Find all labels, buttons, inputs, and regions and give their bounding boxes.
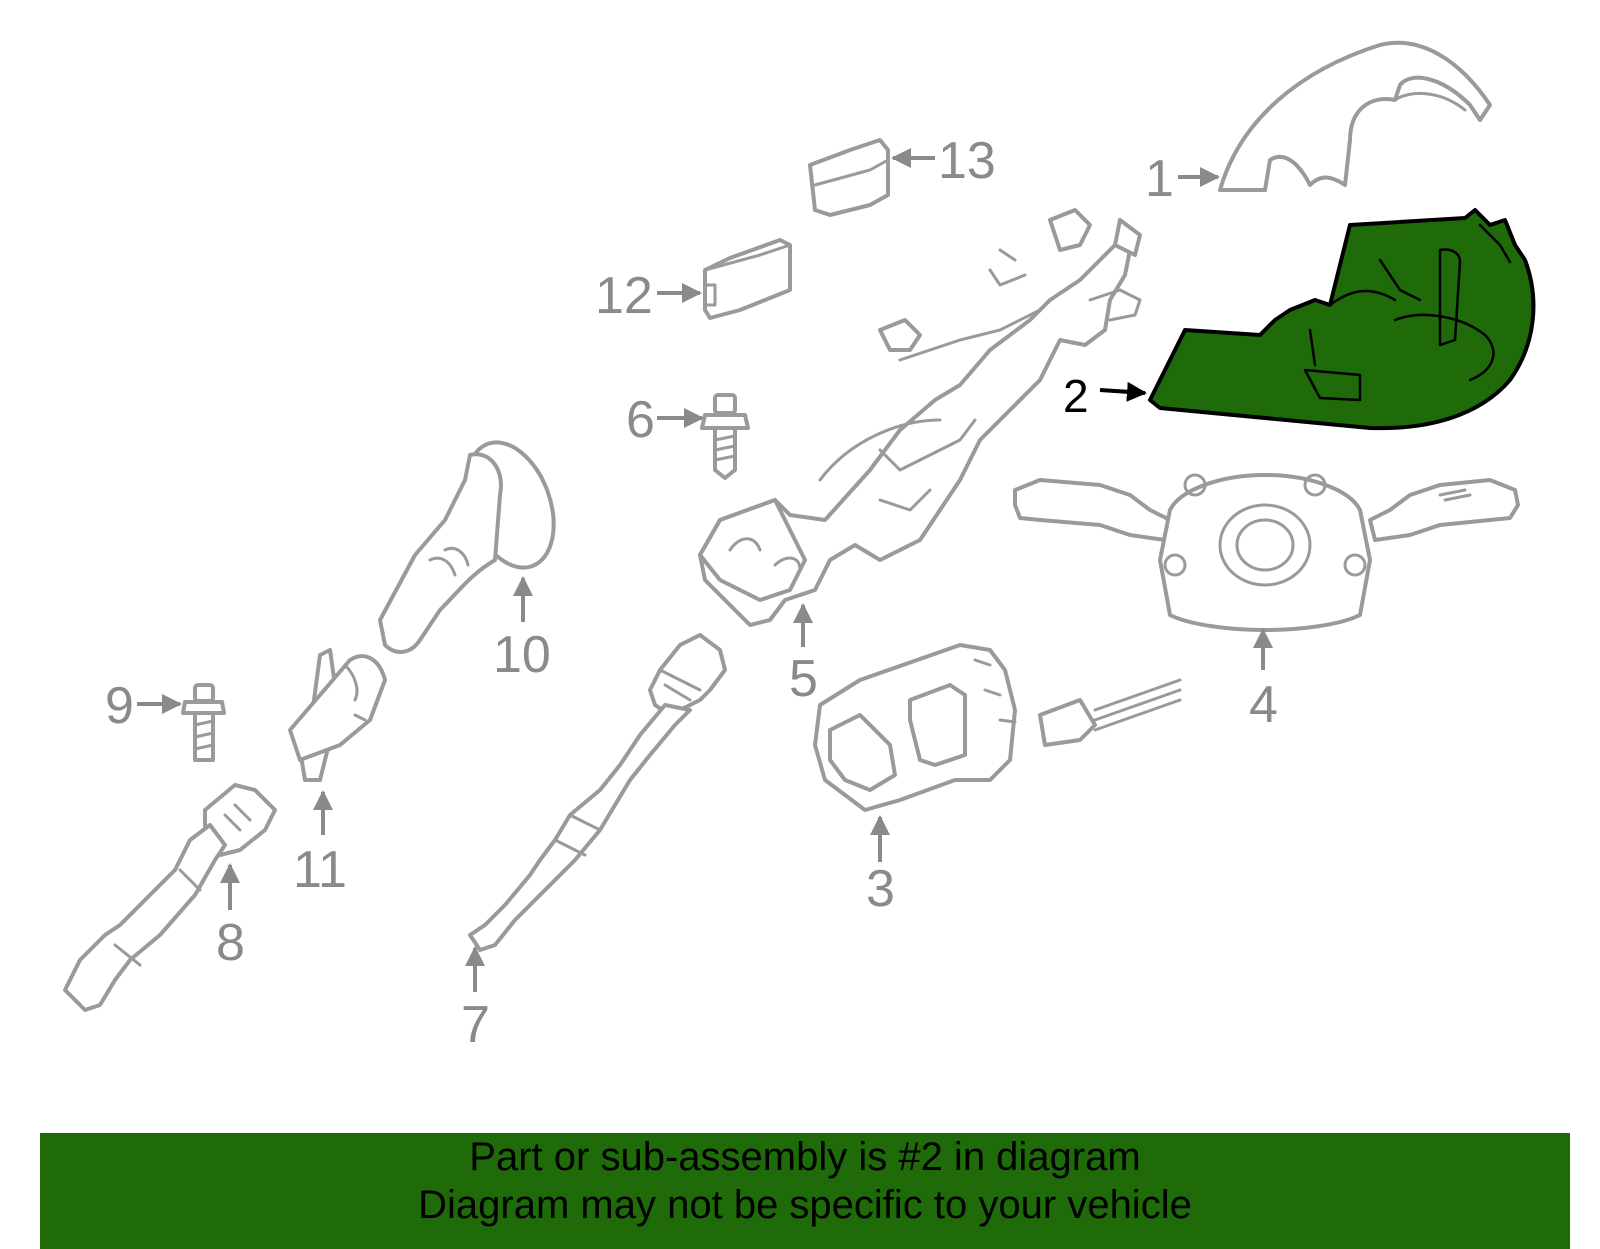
callout-2: 2 (1063, 370, 1089, 422)
callout-1: 1 (1145, 150, 1174, 208)
callout-10: 10 (493, 626, 551, 684)
callout-6: 6 (626, 391, 655, 449)
callout-13: 13 (938, 132, 996, 190)
callout-5: 5 (789, 650, 818, 708)
part-12-module[interactable] (703, 238, 792, 320)
callout-11: 11 (293, 841, 347, 899)
part-11-bracket[interactable] (288, 648, 387, 782)
part-8-intermediate-shaft[interactable] (63, 783, 277, 1012)
part-3-switch-module[interactable] (813, 643, 1182, 812)
part-1-upper-cover[interactable] (1218, 40, 1492, 192)
part-13-module[interactable] (808, 138, 890, 217)
part-9-bolt[interactable] (181, 683, 226, 762)
callout-4: 4 (1249, 676, 1278, 734)
callout-9: 9 (105, 677, 134, 735)
part-10-boot[interactable] (378, 430, 570, 654)
banner-line-2: Diagram may not be specific to your vehi… (418, 1183, 1192, 1227)
callout-3: 3 (866, 860, 895, 918)
parts-diagram: 1 2 3 4 5 6 7 8 9 10 11 12 13 (63, 40, 1536, 1054)
leader-lines (137, 148, 1273, 992)
part-4-combination-switch[interactable] (1013, 473, 1520, 632)
part-2-lower-cover[interactable] (1148, 208, 1536, 431)
callout-7: 7 (461, 996, 490, 1054)
callout-numbers: 1 2 3 4 5 6 7 8 9 10 11 12 13 (105, 132, 1278, 1054)
callout-8: 8 (216, 914, 245, 972)
part-6-bolt[interactable] (700, 393, 750, 480)
info-banner: Part or sub-assembly is #2 in diagram Di… (40, 1133, 1570, 1249)
part-5-steering-column[interactable] (698, 208, 1142, 627)
leader-2 (1099, 381, 1147, 402)
banner-line-1: Part or sub-assembly is #2 in diagram (469, 1135, 1141, 1179)
part-7-lower-shaft[interactable] (468, 633, 727, 952)
callout-12: 12 (595, 267, 653, 325)
